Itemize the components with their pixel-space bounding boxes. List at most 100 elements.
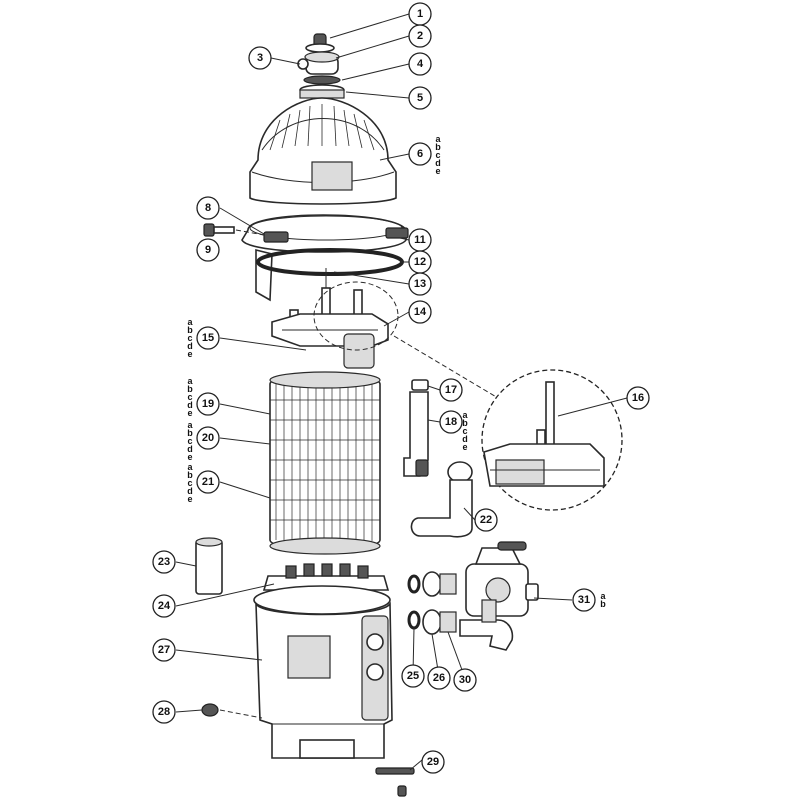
svg-text:28: 28: [158, 706, 170, 718]
callout-28: 28: [152, 700, 176, 724]
svg-text:3: 3: [257, 52, 263, 64]
svg-text:a: a: [462, 410, 468, 420]
svg-text:d: d: [187, 486, 193, 496]
elbow-pipe: [410, 461, 473, 538]
filter-tank: [253, 585, 393, 759]
filter-lid: [249, 97, 397, 205]
svg-text:a: a: [187, 376, 193, 386]
svg-text:b: b: [462, 418, 468, 428]
union-fittings: [407, 571, 457, 635]
svg-text:5: 5: [417, 92, 423, 104]
callout-21: 21: [196, 470, 220, 494]
svg-text:e: e: [187, 408, 192, 418]
svg-text:c: c: [435, 150, 440, 160]
drain-plug: [201, 703, 219, 717]
callout-2: 2: [408, 24, 432, 48]
svg-text:19: 19: [202, 398, 214, 410]
svg-text:24: 24: [158, 600, 171, 612]
callout-15: 15: [196, 326, 220, 350]
svg-text:e: e: [187, 452, 192, 462]
svg-text:4: 4: [417, 58, 424, 70]
callout-31: 31: [572, 588, 596, 612]
callout-13: 13: [408, 272, 432, 296]
multiport-valve: [459, 541, 539, 651]
svg-text:c: c: [187, 478, 192, 488]
svg-text:27: 27: [158, 644, 170, 656]
svg-text:26: 26: [433, 672, 445, 684]
svg-text:a: a: [435, 134, 441, 144]
svg-text:12: 12: [414, 256, 426, 268]
svg-text:d: d: [462, 434, 468, 444]
callout-22: 22: [474, 508, 498, 532]
svg-text:25: 25: [407, 670, 419, 682]
o-ring: [256, 248, 404, 276]
variant-letters-21: a b c d e: [187, 462, 193, 504]
svg-text:d: d: [187, 400, 193, 410]
svg-text:9: 9: [205, 244, 211, 256]
callout-16: 16: [626, 386, 650, 410]
variant-letters-20: a b c d e: [187, 420, 193, 462]
svg-text:e: e: [187, 349, 192, 359]
air-relief-tube: [403, 379, 429, 477]
svg-text:e: e: [462, 442, 467, 452]
callout-29: 29: [421, 750, 445, 774]
svg-text:c: c: [187, 392, 192, 402]
svg-text:d: d: [435, 158, 441, 168]
svg-text:20: 20: [202, 432, 214, 444]
callout-11: 11: [408, 228, 432, 252]
svg-text:b: b: [435, 142, 441, 152]
svg-text:e: e: [187, 494, 192, 504]
svg-text:1: 1: [417, 8, 423, 20]
callout-30: 30: [453, 668, 477, 692]
variant-letters-6: a b c d e: [435, 134, 441, 176]
svg-text:31: 31: [578, 594, 590, 606]
svg-text:8: 8: [205, 202, 211, 214]
callout-3: 3: [248, 46, 272, 70]
svg-text:d: d: [187, 444, 193, 454]
svg-text:e: e: [435, 166, 440, 176]
callout-5: 5: [408, 86, 432, 110]
callout-14: 14: [408, 300, 432, 324]
svg-text:22: 22: [480, 514, 492, 526]
svg-text:a: a: [187, 420, 193, 430]
callout-19: 19: [196, 392, 220, 416]
callout-26: 26: [427, 666, 451, 690]
svg-text:23: 23: [158, 556, 170, 568]
callout-9: 9: [196, 238, 220, 262]
svg-text:d: d: [187, 341, 193, 351]
svg-text:30: 30: [459, 674, 471, 686]
callout-23: 23: [152, 550, 176, 574]
svg-text:18: 18: [445, 416, 457, 428]
callout-18: 18: [439, 410, 463, 434]
callout-27: 27: [152, 638, 176, 662]
svg-text:a: a: [187, 317, 193, 327]
variant-letters-15: a b c d e: [187, 317, 193, 359]
callout-20: 20: [196, 426, 220, 450]
filter-cartridge: [269, 371, 381, 555]
clamp-ring: [241, 214, 409, 302]
svg-text:2: 2: [417, 30, 423, 42]
callout-17: 17: [439, 378, 463, 402]
callout-25: 25: [401, 664, 425, 688]
leader-lines: [175, 13, 628, 771]
svg-text:29: 29: [427, 756, 439, 768]
variant-letters-18: a b c d e: [462, 410, 468, 452]
svg-text:14: 14: [414, 306, 427, 318]
bulkhead-fitting: [195, 537, 223, 595]
svg-text:16: 16: [632, 392, 644, 404]
clamp-bolt: [203, 223, 235, 237]
callout-6: 6: [408, 142, 432, 166]
svg-text:17: 17: [445, 384, 457, 396]
svg-text:c: c: [462, 426, 467, 436]
clip: [375, 767, 415, 797]
svg-text:b: b: [187, 384, 193, 394]
svg-text:a: a: [187, 462, 193, 472]
svg-text:21: 21: [202, 476, 214, 488]
upper-manifold: [271, 268, 389, 369]
detail-inset: [481, 369, 623, 511]
svg-text:a: a: [600, 591, 606, 601]
svg-text:b: b: [187, 470, 193, 480]
svg-text:6: 6: [417, 148, 423, 160]
